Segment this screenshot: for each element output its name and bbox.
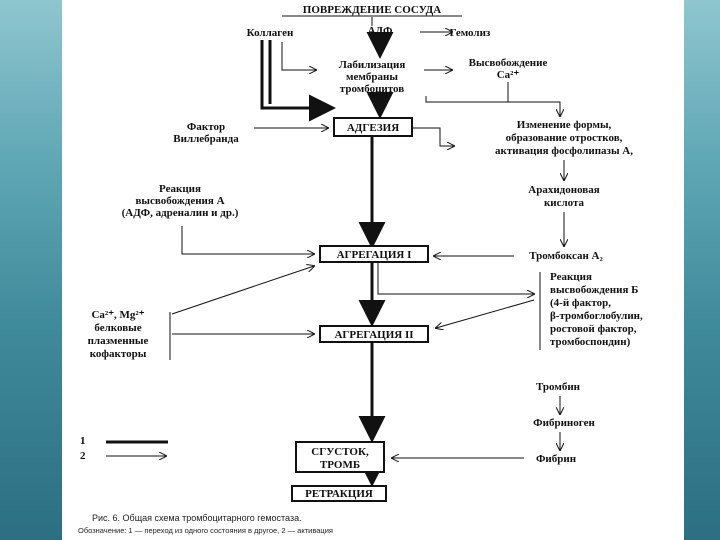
node-calcium-release-1: Высвобождение [469,57,548,69]
node-shape-change-3: активация фосфолипазы А, [495,145,633,157]
figure-caption: Рис. 6. Общая схема тромбоцитарного гемо… [92,513,302,523]
node-reaction-b-1: Реакция [550,271,592,283]
node-retraction: РЕТРАКЦИЯ [305,488,373,500]
node-arachidonic-2: кислота [544,197,585,209]
node-reaction-b-2: высвобождения Б [550,284,638,296]
node-reaction-b-4: β-тромбоглобулин, [550,310,643,322]
node-thrombin: Тромбин [536,381,581,393]
legend-label-1: 1 [80,435,86,447]
title: ПОВРЕЖДЕНИЕ СОСУДА [303,4,441,16]
node-fibrinogen: Фибриноген [533,417,595,429]
node-adf: АДФ [368,25,393,37]
node-adhesion: АДГЕЗИЯ [347,122,399,134]
node-reaction-a-1: Реакция [159,183,201,195]
figure-note: Обозначение: 1 — переход из одного состо… [78,526,333,535]
legend-label-2: 2 [80,450,86,462]
node-gemoliz: Гемолиз [450,27,491,39]
node-reaction-a-3: (АДФ, адреналин и др.) [122,207,239,219]
node-aggregation1: АГРЕГАЦИЯ I [337,249,412,261]
node-cofactors-4: кофакторы [90,348,147,360]
node-reaction-b-6: тромбоспондин) [550,336,631,348]
node-reaction-b-5: ростовой фактор, [550,323,637,335]
node-cofactors-3: плазменные [88,335,149,347]
retraction-box [291,485,387,502]
node-aggregation2: АГРЕГАЦИЯ II [334,329,413,341]
node-willebrand-2: Виллебранда [173,133,239,145]
node-clot-1: СГУСТОК, [311,446,369,458]
node-shape-change-2: образование отростков, [506,132,623,144]
node-labilization-3: тромбоцитов [340,83,404,95]
aggregation1-box [319,245,429,263]
node-thromboxane: Тромбоксан A₂ [529,250,603,262]
clot-box [295,441,385,473]
node-fibrin: Фибрин [536,453,577,465]
node-cofactors-1: Ca²⁺, Mg²⁺ [91,309,144,321]
node-reaction-b-3: (4-й фактор, [550,297,611,309]
node-labilization-2: мембраны [346,71,398,83]
node-cofactors-2: белковые [94,322,141,334]
node-arachidonic-1: Арахидоновая [528,184,599,196]
node-willebrand-1: Фактор [187,121,225,133]
node-labilization-1: Лабилизация [339,59,406,71]
node-reaction-a-2: высвобождения А [135,195,224,207]
node-shape-change-1: Изменение формы, [517,119,612,131]
adhesion-box [333,117,413,137]
node-clot-2: ТРОМБ [320,459,360,471]
node-kollagen: Коллаген [247,27,294,39]
aggregation2-box [319,325,429,343]
node-calcium-release-2: Ca²⁺ [497,69,520,81]
